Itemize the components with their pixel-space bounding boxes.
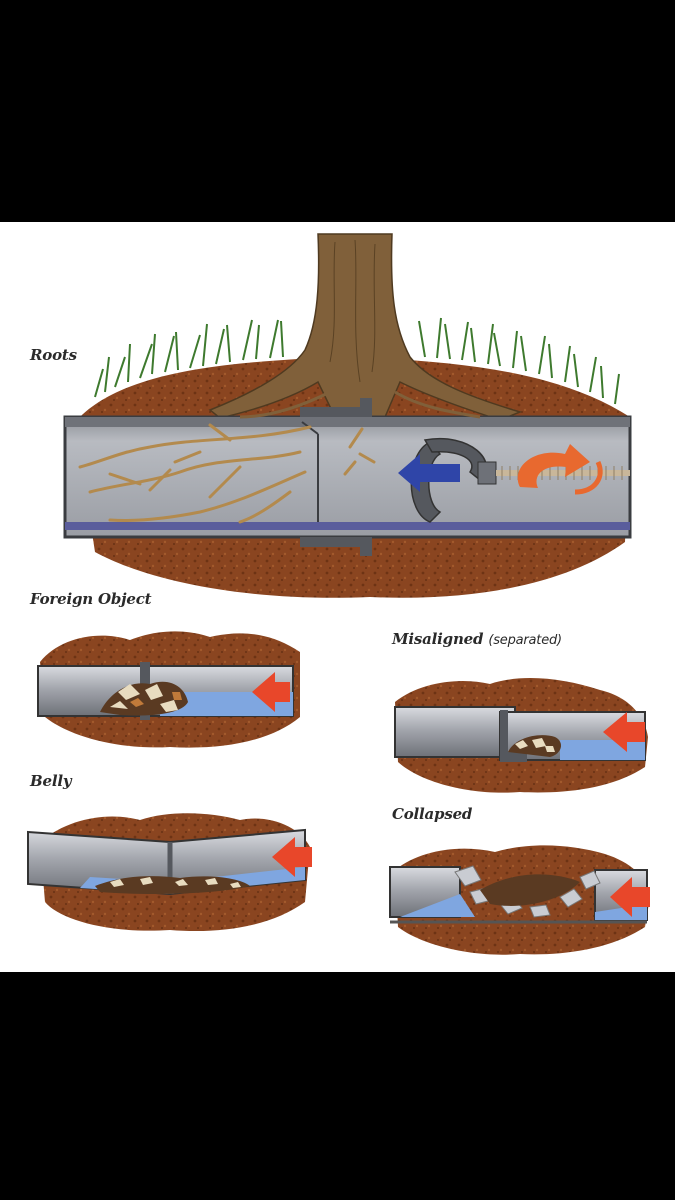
label-roots: Roots (30, 346, 77, 364)
roots-in-pipe (78, 423, 376, 524)
label-misaligned: Misaligned (separated) (392, 630, 562, 648)
debris-belly (95, 876, 250, 894)
roots-scene (63, 233, 632, 598)
label-misaligned-main: Misaligned (392, 630, 484, 648)
pipe-problems-illustration (27, 233, 650, 955)
roots-in-soil (239, 390, 481, 419)
label-foreign-object: Foreign Object (30, 590, 152, 608)
label-misaligned-note: (separated) (488, 633, 562, 648)
cutter-direction-arrow-icon (398, 454, 460, 492)
debris-misaligned (508, 735, 562, 757)
flow-arrow-icon (272, 837, 312, 877)
cutter-tool (398, 437, 630, 523)
misaligned-scene (394, 678, 648, 793)
diagram-panel: Roots Foreign Object Misaligned (separat… (0, 222, 675, 972)
flow-arrow-icon (252, 672, 290, 712)
label-collapsed: Collapsed (392, 805, 473, 823)
tree-trunk (208, 233, 523, 421)
grass (94, 317, 620, 405)
debris-clump (100, 681, 188, 716)
flow-arrow-icon (603, 712, 645, 752)
foreign-object-scene (37, 631, 300, 748)
belly-scene (27, 813, 312, 932)
rotation-arrow-icon (517, 444, 590, 488)
flow-arrow-icon (610, 877, 650, 917)
label-belly: Belly (30, 772, 72, 790)
pipe-joint (300, 398, 372, 417)
collapsed-scene (389, 845, 650, 955)
